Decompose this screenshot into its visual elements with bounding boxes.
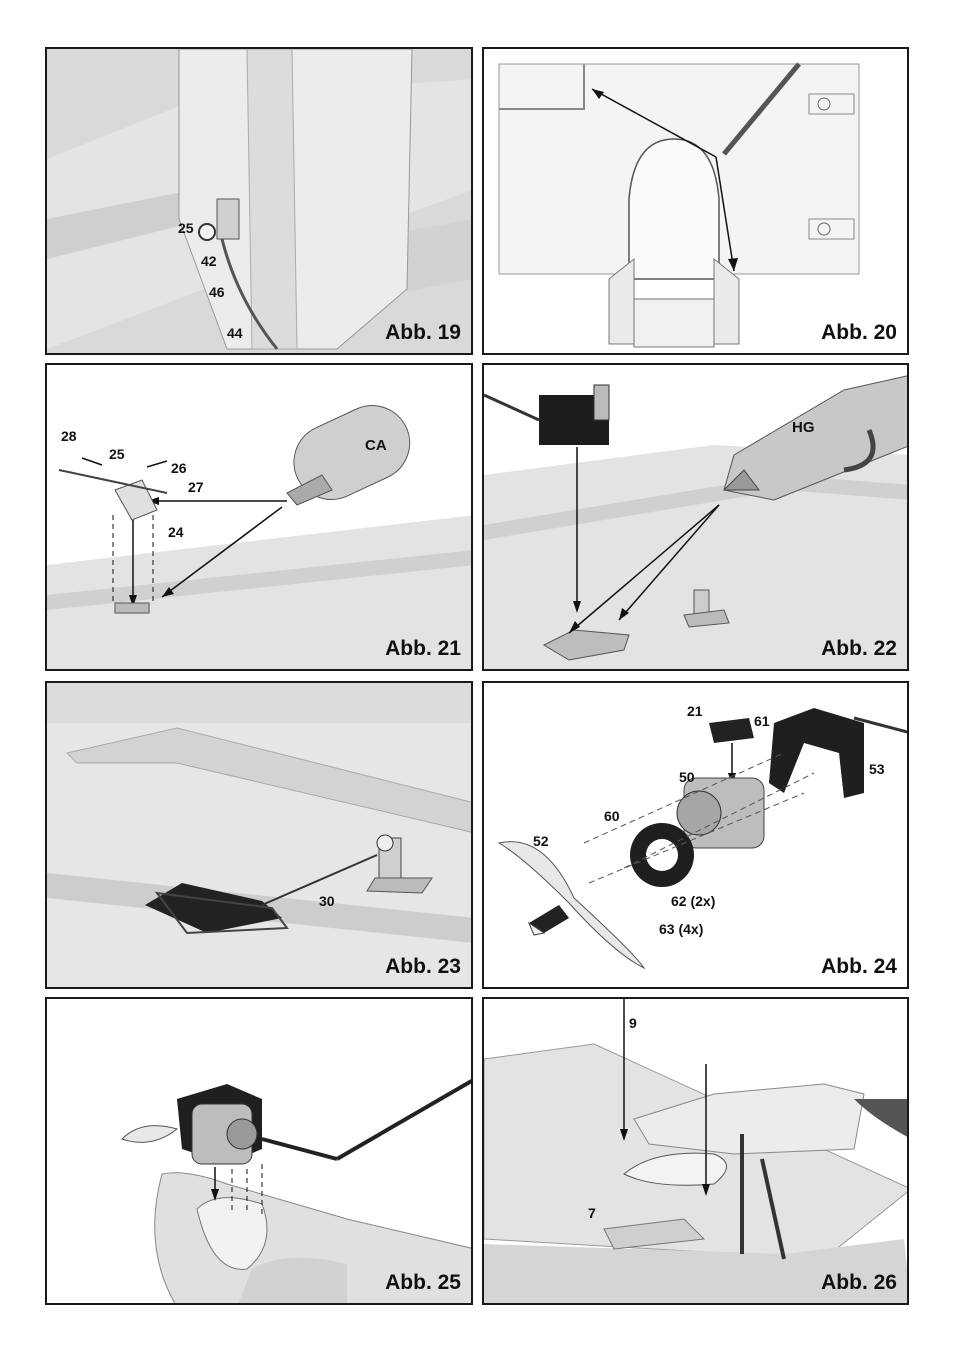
part-label: 30 xyxy=(319,893,335,909)
part-label: 44 xyxy=(227,325,243,341)
figure-caption: Abb. 24 xyxy=(821,955,897,978)
part-label: 61 xyxy=(754,713,770,729)
part-label: 52 xyxy=(533,833,549,849)
illustration-22 xyxy=(484,365,907,669)
part-label: 53 xyxy=(869,761,885,777)
part-label: 60 xyxy=(604,808,620,824)
part-label: 21 xyxy=(687,703,703,719)
figure-19: 25 42 46 44 Abb. 19 xyxy=(45,47,473,355)
part-label: 7 xyxy=(588,1205,596,1221)
part-label: 26 xyxy=(171,460,187,476)
figure-caption: Abb. 20 xyxy=(821,321,897,344)
figure-22: HG Abb. 22 xyxy=(482,363,909,671)
part-label: 28 xyxy=(61,428,77,444)
figure-caption: Abb. 19 xyxy=(385,321,461,344)
illustration-21 xyxy=(47,365,471,669)
figure-caption: Abb. 21 xyxy=(385,637,461,660)
illustration-20 xyxy=(484,49,907,353)
figure-caption: Abb. 26 xyxy=(821,1271,897,1294)
part-label: 9 xyxy=(629,1015,637,1031)
part-label: 42 xyxy=(201,253,217,269)
figure-20: Abb. 20 xyxy=(482,47,909,355)
part-label: 25 xyxy=(178,220,194,236)
figure-24: 21 61 50 53 60 52 62 (2x) 63 (4x) Abb. 2… xyxy=(482,681,909,989)
figure-23: 30 Abb. 23 xyxy=(45,681,473,989)
figure-caption: Abb. 22 xyxy=(821,637,897,660)
figure-26: 9 7 Abb. 26 xyxy=(482,997,909,1305)
figure-caption: Abb. 25 xyxy=(385,1271,461,1294)
part-label: 27 xyxy=(188,479,204,495)
figure-caption: Abb. 23 xyxy=(385,955,461,978)
part-label: 24 xyxy=(168,524,184,540)
part-label: 50 xyxy=(679,769,695,785)
figure-21: 28 25 26 27 24 CA Abb. 21 xyxy=(45,363,473,671)
illustration-24 xyxy=(484,683,907,987)
part-label: 62 (2x) xyxy=(671,893,716,909)
part-label: CA xyxy=(365,437,387,454)
illustration-25 xyxy=(47,999,471,1303)
illustration-23 xyxy=(47,683,471,987)
part-label: 25 xyxy=(109,446,125,462)
illustration-26 xyxy=(484,999,907,1303)
part-label: 46 xyxy=(209,284,225,300)
illustration-19 xyxy=(47,49,471,353)
part-label: 63 (4x) xyxy=(659,921,704,937)
figure-25: Abb. 25 xyxy=(45,997,473,1305)
part-label: HG xyxy=(792,419,815,436)
